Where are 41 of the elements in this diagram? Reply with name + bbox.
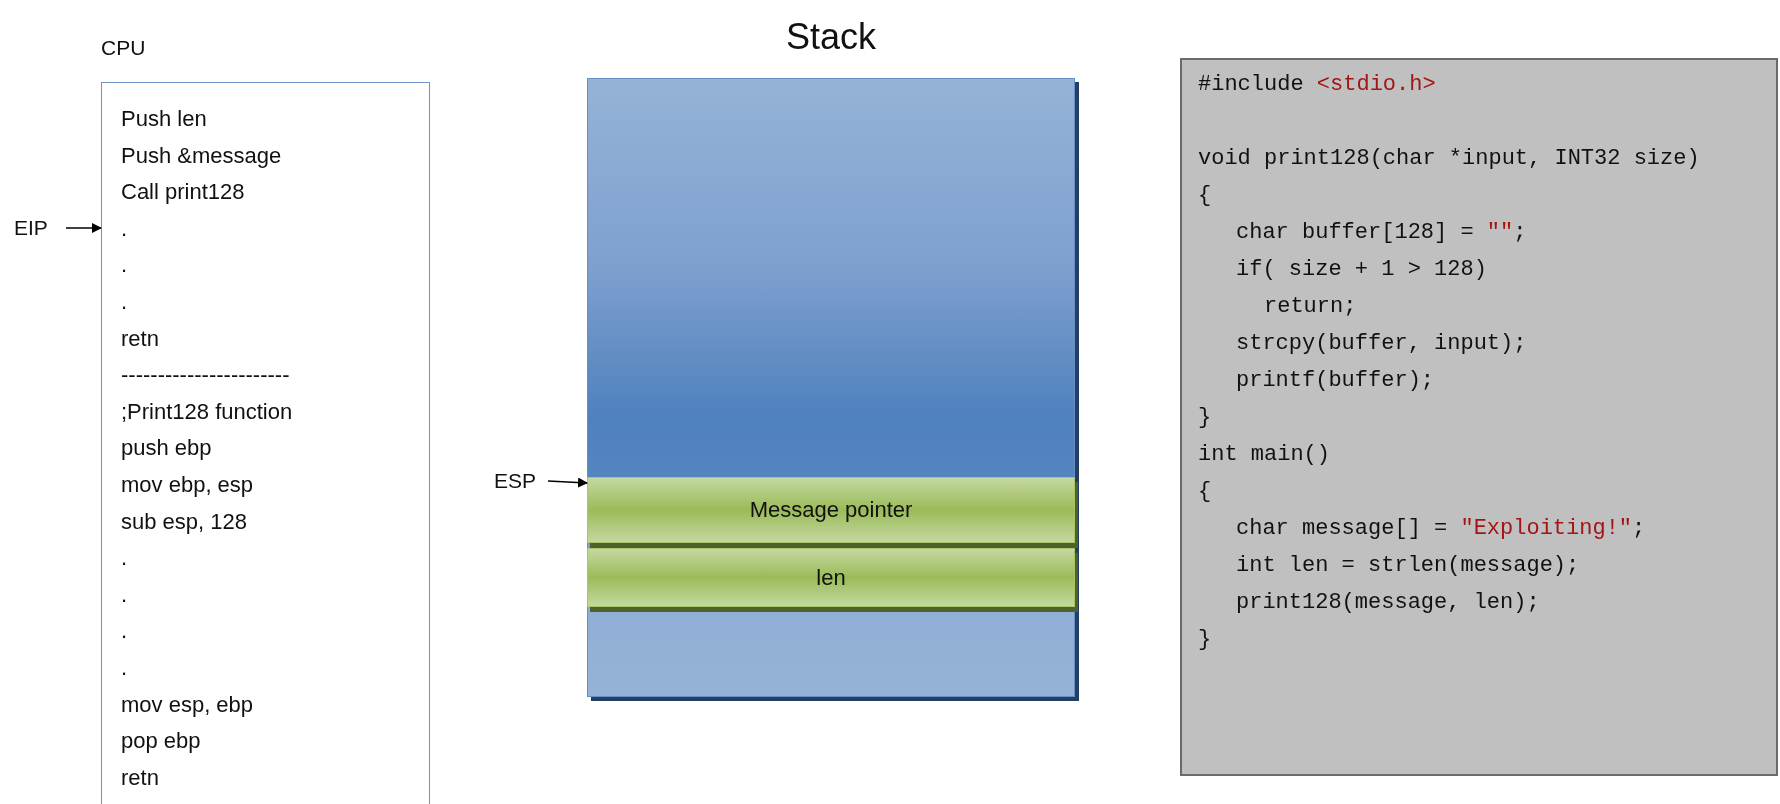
stack-title: Stack [784, 16, 877, 58]
assembly-line: mov esp, ebp [121, 690, 255, 719]
assembly-line: . [121, 580, 129, 609]
assembly-line: retn [121, 763, 160, 792]
assembly-line: . [121, 251, 129, 280]
assembly-line: mov ebp, esp [121, 470, 255, 499]
assembly-line: . [121, 287, 129, 316]
code-line: } [1198, 404, 1213, 432]
code-line: char message[] = "Exploiting!"; [1235, 515, 1647, 543]
code-line: if( size + 1 > 128) [1235, 256, 1488, 284]
assembly-line: sub esp, 128 [121, 507, 248, 536]
assembly-line: ;Print128 function [121, 397, 294, 426]
code-line: return; [1263, 293, 1358, 321]
code-line: { [1198, 478, 1213, 506]
assembly-line: Call print128 [121, 178, 246, 207]
cpu-heading: CPU [101, 36, 146, 60]
code-line: int main() [1198, 441, 1332, 469]
register-label: ESP [494, 467, 544, 495]
assembly-line: . [121, 544, 129, 573]
pointer-arrow [547, 477, 588, 488]
assembly-line: push ebp [121, 434, 213, 463]
register-label: EIP [14, 214, 62, 242]
assembly-line: . [121, 653, 129, 682]
pointer-arrow [65, 223, 102, 233]
code-panel [1180, 58, 1778, 776]
code-line: void print128(char *input, INT32 size) [1198, 145, 1701, 173]
assembly-line: Push &message [121, 141, 283, 170]
code-line: { [1198, 182, 1213, 210]
code-line: strcpy(buffer, input); [1235, 330, 1528, 358]
assembly-line: pop ebp [121, 727, 202, 756]
assembly-line: retn [121, 324, 160, 353]
assembly-line: . [121, 617, 129, 646]
code-line: #include <stdio.h> [1198, 71, 1437, 99]
assembly-line: . [121, 214, 129, 243]
code-line: } [1198, 626, 1213, 654]
code-line: printf(buffer); [1235, 367, 1436, 395]
assembly-line: ----------------------- [121, 361, 291, 390]
code-line: int len = strlen(message); [1235, 552, 1581, 580]
assembly-line: Push len [121, 105, 208, 133]
code-line: char buffer[128] = ""; [1235, 219, 1528, 247]
code-line: print128(message, len); [1235, 589, 1541, 617]
